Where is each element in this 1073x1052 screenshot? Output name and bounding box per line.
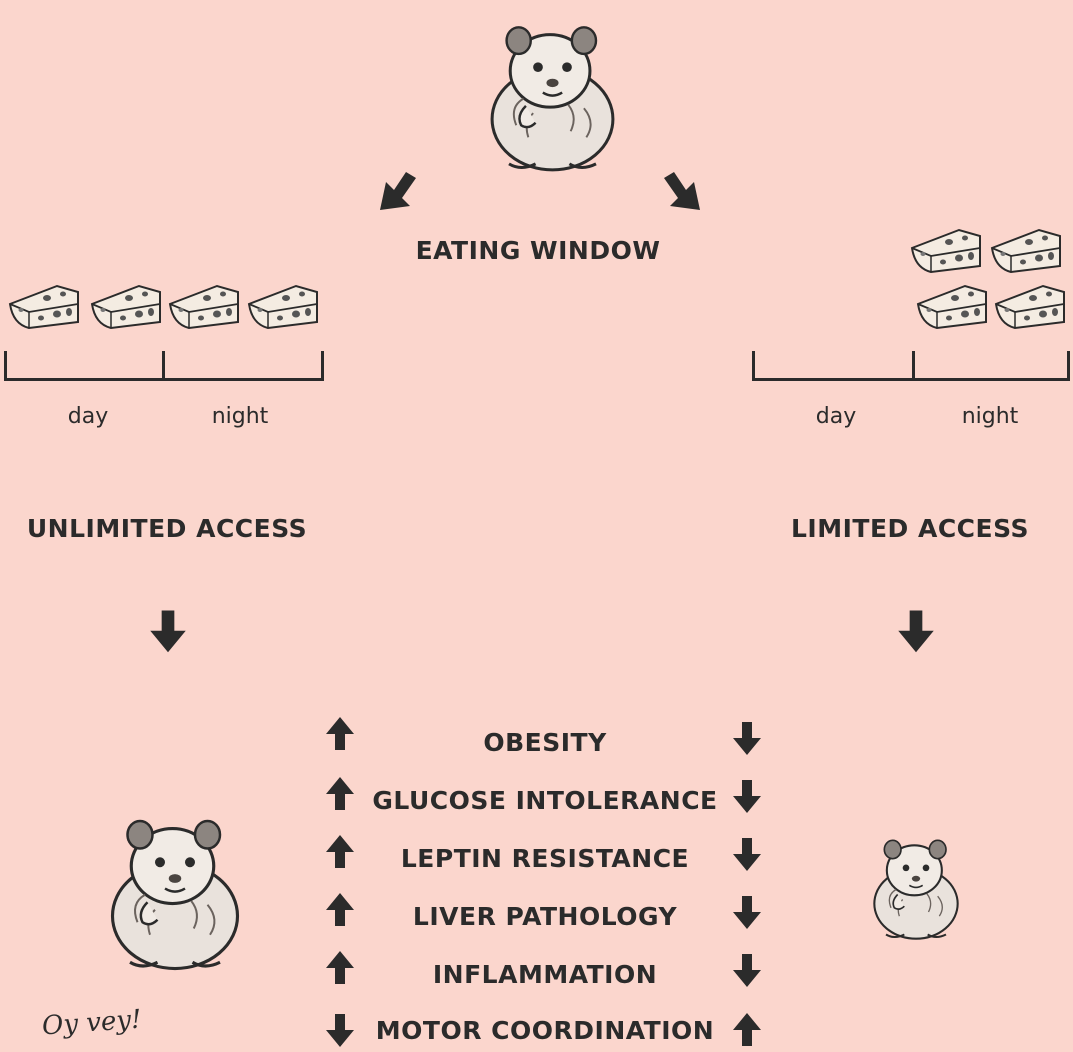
arrow-down-icon <box>732 722 762 756</box>
cheese-icon <box>245 282 321 332</box>
left-night-label: night <box>211 404 269 429</box>
outcome-obesity: OBESITY <box>483 728 607 757</box>
arrow-down-icon <box>149 610 187 654</box>
cheese-icon <box>914 282 990 332</box>
oy-vey-note: Oy vey! <box>41 1004 143 1042</box>
cheese-icon <box>6 282 82 332</box>
cheese-icon <box>992 282 1068 332</box>
limited-access-label: LIMITED ACCESS <box>790 514 1030 543</box>
hamster-icon <box>866 822 966 952</box>
arrow-down-icon <box>325 1014 355 1048</box>
arrow-down-right-icon <box>664 172 700 210</box>
outcome-liver-pathology: LIVER PATHOLOGY <box>412 902 678 931</box>
arrow-up-icon <box>325 892 355 926</box>
arrow-up-icon <box>325 776 355 810</box>
hamster-icon <box>480 0 625 190</box>
cheese-icon <box>166 282 242 332</box>
right-day-label: day <box>815 404 857 429</box>
left-timeline <box>4 351 324 381</box>
eating-window-label: EATING WINDOW <box>415 236 661 265</box>
cheese-icon <box>908 226 984 276</box>
arrow-down-left-icon <box>380 172 416 210</box>
cheese-icon <box>88 282 164 332</box>
outcome-inflammation: INFLAMMATION <box>432 960 658 989</box>
outcome-motor-coordination: MOTOR COORDINATION <box>375 1016 715 1045</box>
outcome-glucose-intolerance: GLUCOSE INTOLERANCE <box>372 786 718 815</box>
hamster-icon <box>100 795 250 987</box>
unlimited-access-label: UNLIMITED ACCESS <box>26 514 308 543</box>
outcome-leptin-resistance: LEPTIN RESISTANCE <box>400 844 690 873</box>
arrow-down-icon <box>732 954 762 988</box>
right-timeline <box>752 351 1070 381</box>
arrow-down-icon <box>732 838 762 872</box>
cheese-icon <box>988 226 1064 276</box>
right-night-label: night <box>961 404 1019 429</box>
arrow-up-icon <box>325 716 355 750</box>
arrow-down-icon <box>897 610 935 654</box>
arrow-down-icon <box>732 780 762 814</box>
arrow-up-icon <box>325 834 355 868</box>
arrow-up-icon <box>732 1012 762 1046</box>
arrow-up-icon <box>325 950 355 984</box>
left-day-label: day <box>67 404 109 429</box>
arrow-down-icon <box>732 896 762 930</box>
